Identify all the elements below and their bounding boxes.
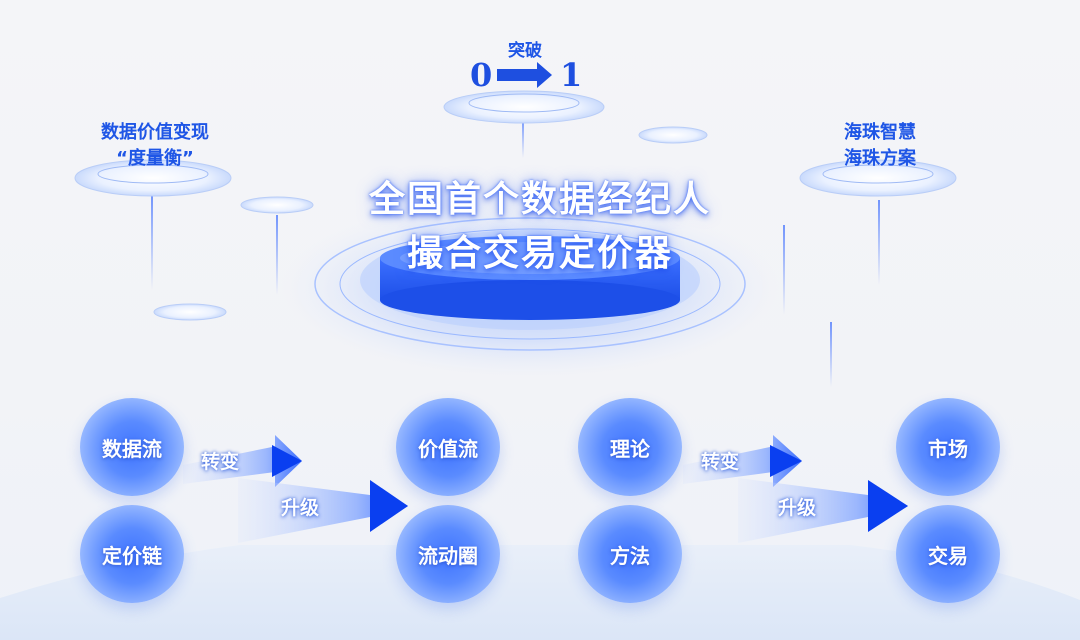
- bubble-data-flow: 数据流: [80, 398, 184, 496]
- breakthrough-from: 0: [470, 56, 493, 94]
- left-arrow-top-label: 转变: [201, 451, 240, 473]
- breakthrough-to: 1: [560, 56, 583, 94]
- bubble-market: 市场: [896, 398, 1000, 496]
- floor-plane: [0, 545, 1080, 640]
- right-caption-line1: 海珠智慧: [844, 122, 916, 143]
- right-arrow-bottom-label: 升级: [778, 497, 817, 519]
- bubble-value-flow: 价值流: [396, 398, 500, 496]
- main-title-line2: 撮合交易定价器: [406, 233, 673, 274]
- central-podium: [280, 198, 780, 378]
- right-arrow-bottom: [738, 478, 908, 543]
- breakthrough-label: 突破: [508, 41, 542, 61]
- bubble-pricing-chain: 定价链: [80, 505, 184, 603]
- right-arrow-top: [683, 435, 802, 487]
- right-caption-line2: 海珠方案: [844, 148, 916, 169]
- bubble-theory: 理论: [578, 398, 682, 496]
- left-arrow-top: [183, 435, 302, 487]
- bubble-flow-circle: 流动圈: [396, 505, 500, 603]
- left-caption-line2: “度量衡”: [116, 148, 194, 169]
- left-caption-line1: 数据价值变现: [101, 122, 209, 143]
- floating-disks: [74, 90, 957, 321]
- breakthrough-arrow-icon: [497, 62, 552, 88]
- right-caption: 海珠智慧 海珠方案: [795, 120, 965, 172]
- left-arrow-bottom: [238, 478, 408, 543]
- left-arrow-bottom-label: 升级: [281, 497, 320, 519]
- left-caption: 数据价值变现 “度量衡”: [70, 120, 240, 172]
- bubble-method: 方法: [578, 505, 682, 603]
- bubble-trade: 交易: [896, 505, 1000, 603]
- main-title-line1: 全国首个数据经纪人: [368, 179, 711, 220]
- light-pillars: [151, 118, 880, 387]
- right-arrow-top-label: 转变: [701, 451, 740, 473]
